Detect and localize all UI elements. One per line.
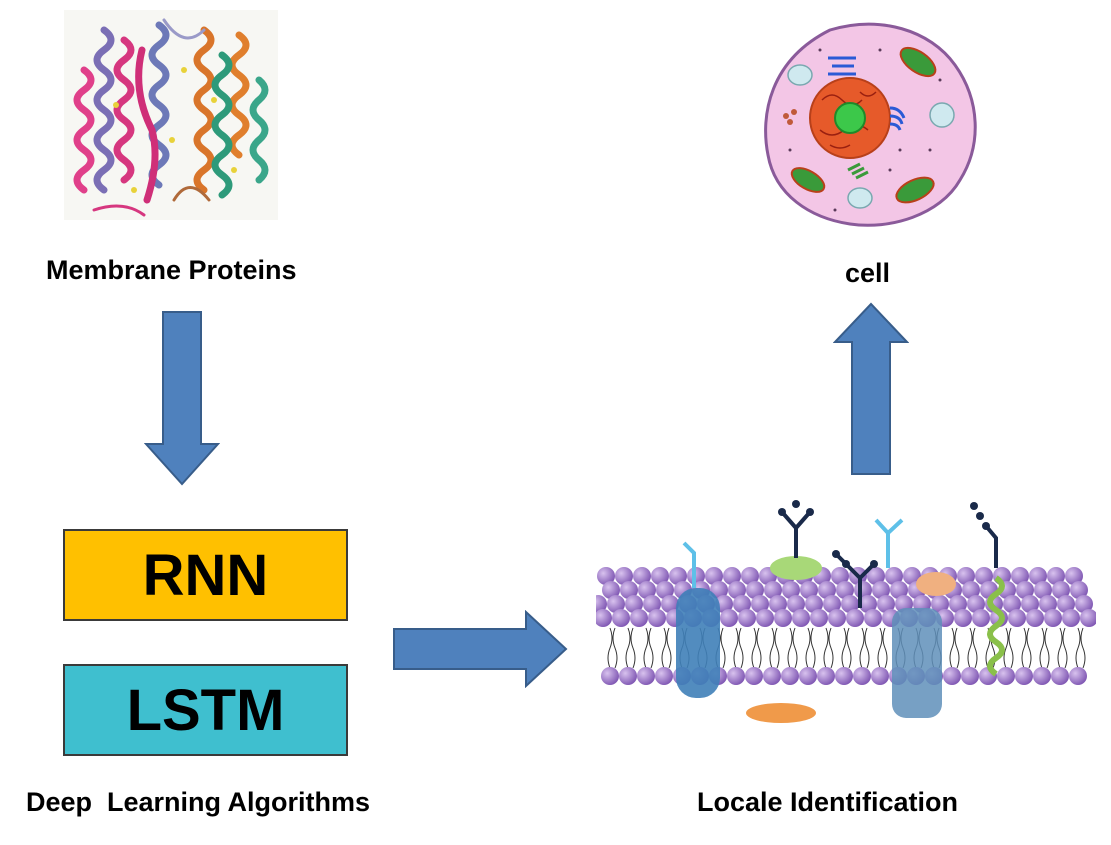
rnn-box: RNN (63, 529, 348, 621)
deep-learning-algorithms-label: Deep Learning Algorithms (26, 787, 371, 817)
locale-identification-label: Locale Identification (697, 787, 959, 817)
lstm-box: LSTM (63, 664, 348, 756)
protein-structure-illustration (64, 10, 278, 220)
up-arrow-icon (833, 302, 909, 475)
membrane-bilayer-illustration (596, 500, 1096, 723)
cell-label: cell (845, 258, 891, 288)
right-arrow-icon (393, 610, 568, 688)
cell-illustration (764, 22, 977, 227)
membrane-proteins-label: Membrane Proteins (46, 255, 297, 285)
down-arrow-icon (144, 311, 220, 486)
